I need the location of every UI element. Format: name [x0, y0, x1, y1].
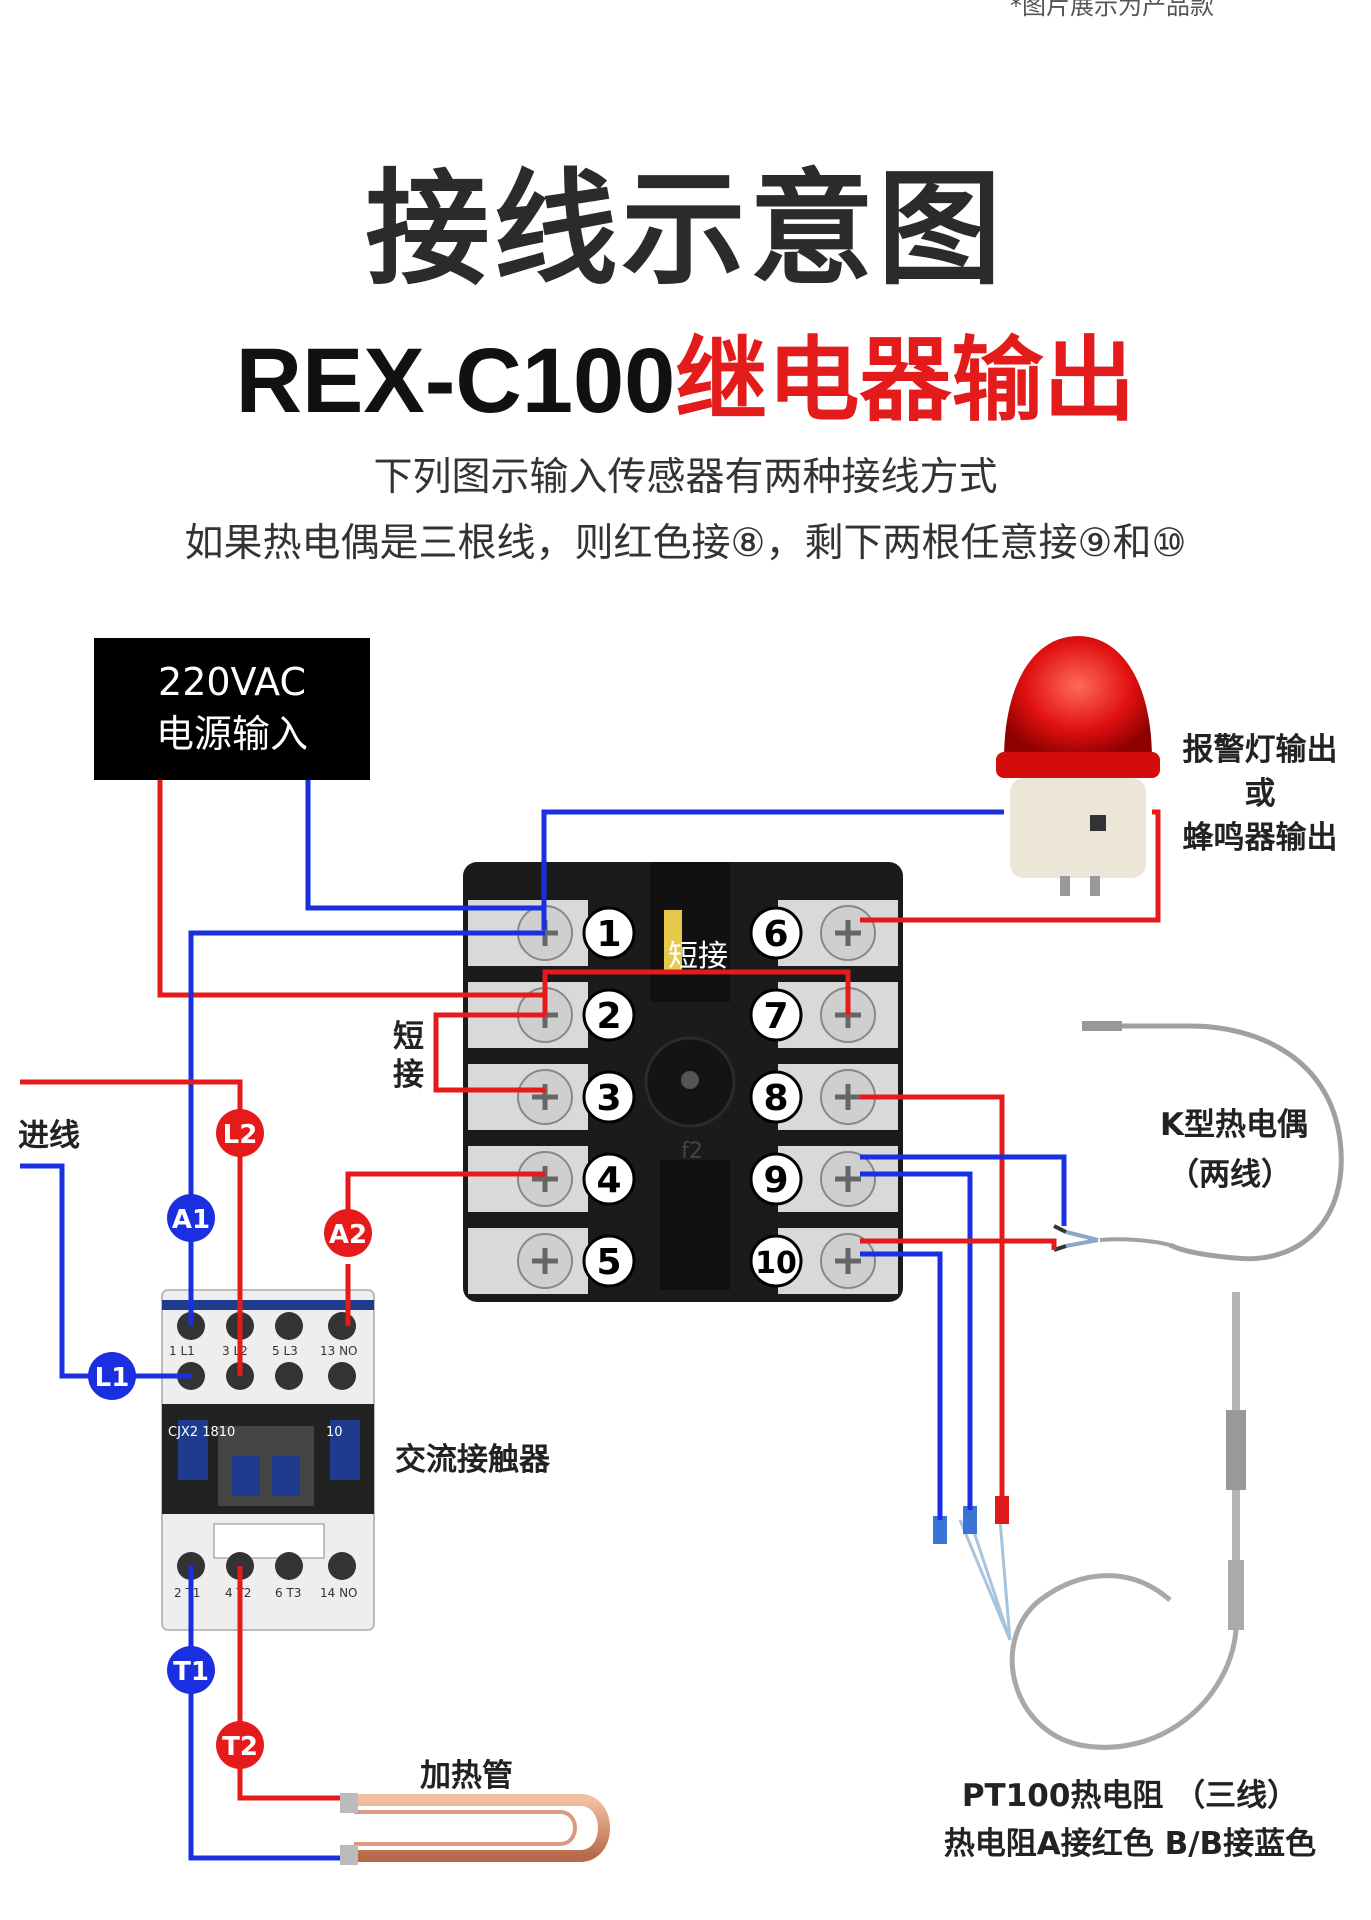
node-a1	[167, 1194, 215, 1242]
node-a2	[324, 1209, 372, 1257]
terminal-label-9: 9	[763, 1160, 788, 1201]
alarm-line-1: 报警灯输出	[1182, 732, 1338, 768]
model-name: REX-C100	[235, 330, 676, 432]
terminal-label-3: 3	[596, 1078, 621, 1119]
terminal-number-4	[582, 1152, 636, 1206]
page-title: 接线示意图	[365, 158, 1006, 302]
terminal-number-8	[749, 1070, 803, 1124]
contactor-side-number: 10	[326, 1425, 343, 1440]
terminal-number-7	[749, 988, 803, 1042]
node-l1	[88, 1352, 136, 1400]
pt100-label: PT100热电阻 （三线） 热电阻A接红色 B/B接蓝色	[930, 1772, 1330, 1868]
node-l1-label: L1	[95, 1363, 130, 1393]
node-badges: L2 A1 A2 L1 T1 T2	[88, 1109, 372, 1769]
description-line-2: 如果热电偶是三根线，则红色接⑧，剩下两根任意接⑨和⑩	[184, 521, 1187, 566]
terminal-number-9	[749, 1152, 803, 1206]
node-l2-label: L2	[223, 1120, 258, 1150]
contactor-label: 交流接触器	[395, 1442, 550, 1478]
screw-10	[820, 1233, 876, 1289]
screw-9	[820, 1151, 876, 1207]
terminal-label-5: 5	[596, 1242, 621, 1283]
screw-6	[820, 905, 876, 961]
alarm-line-2: 或	[1244, 776, 1276, 812]
node-a2-label: A2	[329, 1220, 367, 1250]
power-label: 电源输入	[155, 712, 308, 756]
terminal-number-10	[749, 1234, 803, 1288]
terminal-label-4: 4	[596, 1160, 621, 1201]
alarm-output-label: 报警灯输出 或 蜂鸣器输出	[1180, 728, 1340, 860]
screw-8	[820, 1069, 876, 1125]
node-t1	[167, 1646, 215, 1694]
thermocouple-label: K型热电偶 （两线）	[1160, 1100, 1309, 1200]
screw-5	[517, 1233, 573, 1289]
terminal-screws	[517, 905, 876, 1289]
terminal-label-8: 8	[763, 1078, 788, 1119]
node-a1-label: A1	[172, 1205, 210, 1235]
contactor-terminal-top-2: 3 L2	[222, 1344, 248, 1358]
terminal-label-10: 10	[755, 1246, 797, 1281]
heater-tube-icon	[340, 1793, 610, 1865]
terminal-numbers: 1 2 3 4 5 6 7 8 9 10	[582, 906, 803, 1288]
contactor-terminal-top-4: 13 NO	[320, 1344, 358, 1358]
terminal-number-6	[749, 906, 803, 960]
pt100-line-2: 热电阻A接红色 B/B接蓝色	[943, 1826, 1317, 1862]
node-t1-label: T1	[173, 1657, 209, 1687]
thermocouple-line-1: K型热电偶	[1160, 1107, 1309, 1143]
terminal-label-2: 2	[596, 996, 621, 1037]
description-line-1: 下列图示输入传感器有两种接线方式	[373, 455, 998, 500]
node-t2	[216, 1721, 264, 1769]
node-t2-label: T2	[222, 1732, 258, 1762]
contactor-terminal-bottom-3: 6 T3	[275, 1586, 301, 1600]
svg-text:f2: f2	[681, 1139, 703, 1164]
contactor-terminal-top-1: 1 L1	[169, 1344, 195, 1358]
ac-contactor: 1 L1 3 L2 5 L3 13 NO 2 T1 4 T2 6 T3 14 N…	[161, 1289, 375, 1631]
alarm-lamp-icon	[996, 636, 1160, 896]
contactor-terminal-top-3: 5 L3	[272, 1344, 298, 1358]
terminal-number-1	[582, 906, 636, 960]
terminal-label-6: 6	[763, 914, 788, 955]
terminal-number-5	[582, 1234, 636, 1288]
top-note: *图片展示为产品款	[1010, 0, 1214, 20]
terminal-number-3	[582, 1070, 636, 1124]
short-label-top: 短接	[668, 939, 728, 974]
short-label-side-1: 短	[393, 1019, 424, 1055]
thermocouple-line-2: （两线）	[1168, 1157, 1292, 1193]
contactor-terminal-bottom-4: 14 NO	[320, 1586, 358, 1600]
terminal-number-2	[582, 988, 636, 1042]
node-l2	[216, 1109, 264, 1157]
power-voltage: 220VAC	[158, 660, 306, 704]
inlet-label: 进线	[18, 1118, 80, 1154]
short-label-side: 短 接	[393, 1018, 433, 1094]
terminal-label-1: 1	[596, 914, 621, 955]
screw-4	[517, 1151, 573, 1207]
page-subtitle: REX-C100继电器输出	[0, 306, 1371, 439]
short-label-side-2: 接	[393, 1057, 424, 1093]
contactor-terminal-bottom-1: 2 T1	[174, 1586, 200, 1600]
pt100-line-1: PT100热电阻 （三线）	[961, 1778, 1299, 1814]
screw-3	[517, 1069, 573, 1125]
alarm-line-3: 蜂鸣器输出	[1182, 820, 1338, 856]
contactor-model: CJX2 1810	[168, 1425, 235, 1440]
power-input-box: 220VAC 电源输入	[94, 638, 370, 780]
heater-label: 加热管	[420, 1758, 513, 1794]
terminal-label-7: 7	[763, 996, 788, 1037]
output-type: 继电器输出	[675, 327, 1136, 434]
pt100-probe-icon	[933, 1292, 1246, 1750]
